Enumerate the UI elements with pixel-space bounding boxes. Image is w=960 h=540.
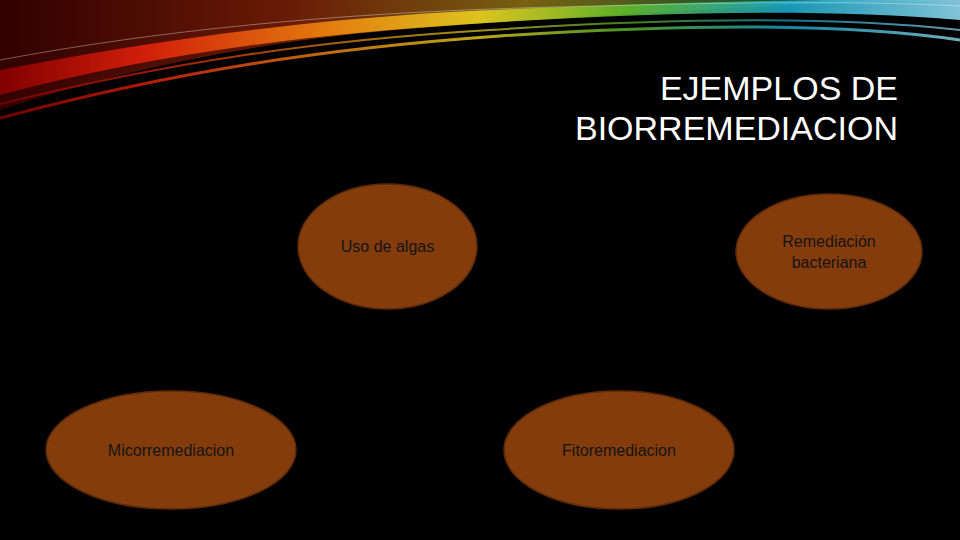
ellipse-shape xyxy=(735,193,923,310)
node-label: Remediación bacteriana xyxy=(764,231,894,273)
ellipse-node: Uso de algas xyxy=(297,183,478,310)
ellipse-node: Micorremediacion xyxy=(45,390,297,510)
ellipse-node: Fitoremediacion xyxy=(503,390,735,510)
node-label: Uso de algas xyxy=(341,236,434,257)
node-label: Fitoremediacion xyxy=(562,440,676,461)
ellipse-node: Remediación bacteriana xyxy=(735,193,923,310)
slide-title: EJEMPLOS DE BIORREMEDIACION xyxy=(468,68,898,148)
node-label: Micorremediacion xyxy=(108,440,234,461)
